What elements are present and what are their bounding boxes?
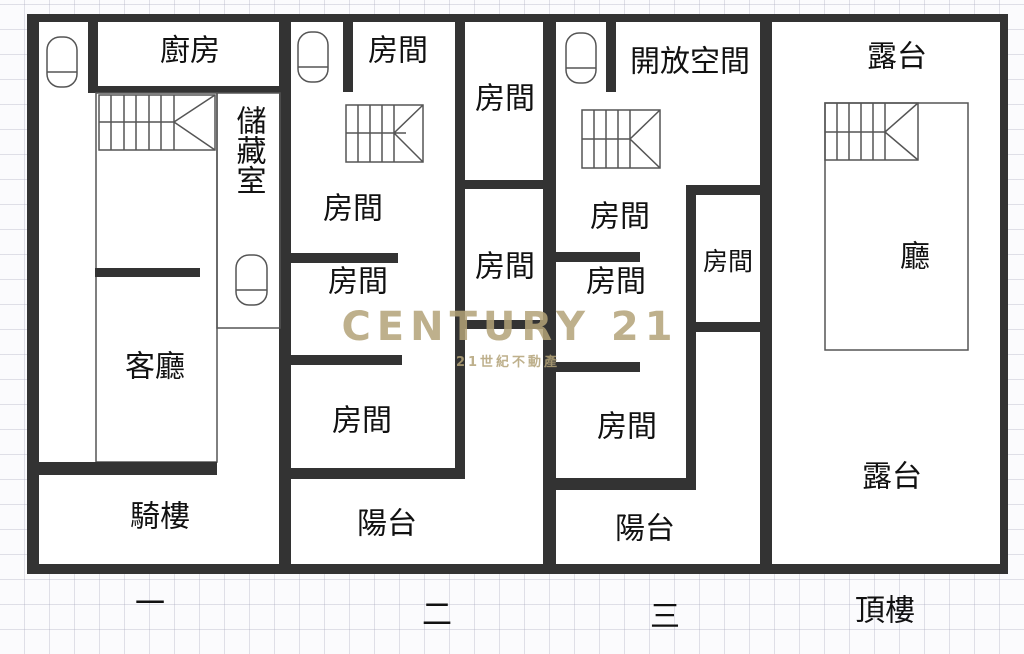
floor-label: 三 bbox=[650, 600, 680, 635]
wall bbox=[460, 180, 547, 189]
toilet-icon bbox=[235, 254, 268, 306]
room-label: 房間 bbox=[590, 200, 650, 235]
wall bbox=[555, 478, 696, 490]
floor-label: 一 bbox=[135, 587, 165, 622]
watermark-subtitle: 21世紀不動產 bbox=[456, 354, 560, 370]
room-label: 陽台 bbox=[357, 507, 417, 542]
wall bbox=[290, 468, 465, 479]
wall bbox=[343, 20, 353, 92]
wall bbox=[606, 20, 616, 92]
wall bbox=[88, 86, 280, 93]
toilet-icon bbox=[565, 32, 597, 84]
storage-outline bbox=[216, 92, 281, 329]
toilet-icon bbox=[297, 31, 329, 83]
floor-1: 廚房 儲藏室 客廳 騎樓 bbox=[38, 20, 281, 535]
room-label: 房間 bbox=[323, 192, 383, 227]
room-label: 廳 bbox=[900, 240, 930, 275]
room-label: 客廳 bbox=[125, 350, 185, 385]
wall bbox=[88, 20, 98, 92]
room-label: 房間 bbox=[328, 265, 388, 300]
wall bbox=[290, 355, 402, 365]
wall bbox=[555, 252, 640, 262]
roof-area bbox=[772, 22, 1000, 564]
stair-icon bbox=[581, 109, 661, 169]
room-label: 房間 bbox=[475, 82, 535, 117]
wall bbox=[686, 185, 696, 490]
wall bbox=[696, 322, 764, 332]
toilet-icon bbox=[46, 36, 78, 88]
stair-icon bbox=[98, 94, 216, 151]
watermark-brand: CENTURY 21 bbox=[341, 304, 678, 350]
roof-floor: 露台 廳 露台 bbox=[824, 40, 969, 495]
century21-watermark: CENTURY 21 21世紀不動產 bbox=[341, 304, 678, 370]
room-label: 房間 bbox=[475, 250, 535, 285]
stair-icon bbox=[345, 104, 424, 163]
room-label: 房間 bbox=[597, 410, 657, 445]
room-label: 露台 bbox=[862, 460, 922, 495]
wall bbox=[38, 462, 217, 475]
wall bbox=[455, 20, 465, 478]
room-label: 儲藏室 bbox=[231, 105, 267, 195]
wall bbox=[686, 185, 764, 195]
floor-3: 開放空間 房間 房間 房間 房間 陽台 bbox=[555, 20, 764, 547]
room-label: 廚房 bbox=[160, 34, 220, 69]
floor-1-area bbox=[39, 22, 279, 564]
wall bbox=[95, 268, 200, 277]
room-label: 露台 bbox=[867, 40, 927, 75]
room-label: 房間 bbox=[586, 265, 646, 300]
room-label: 房間 bbox=[332, 404, 392, 439]
wall bbox=[555, 362, 640, 372]
stair-icon bbox=[824, 102, 919, 161]
room-label: 騎樓 bbox=[130, 500, 190, 535]
floor-label: 頂樓 bbox=[855, 594, 915, 629]
wall bbox=[460, 320, 547, 329]
floor-label: 二 bbox=[422, 598, 452, 633]
room-label: 開放空間 bbox=[630, 45, 750, 80]
floor-2: 房間 房間 房間 房間 房間 房間 陽台 bbox=[290, 20, 547, 542]
room-label: 房間 bbox=[368, 34, 428, 69]
room-label: 陽台 bbox=[615, 512, 675, 547]
room-label: 房間 bbox=[703, 247, 753, 276]
wall bbox=[290, 253, 398, 263]
